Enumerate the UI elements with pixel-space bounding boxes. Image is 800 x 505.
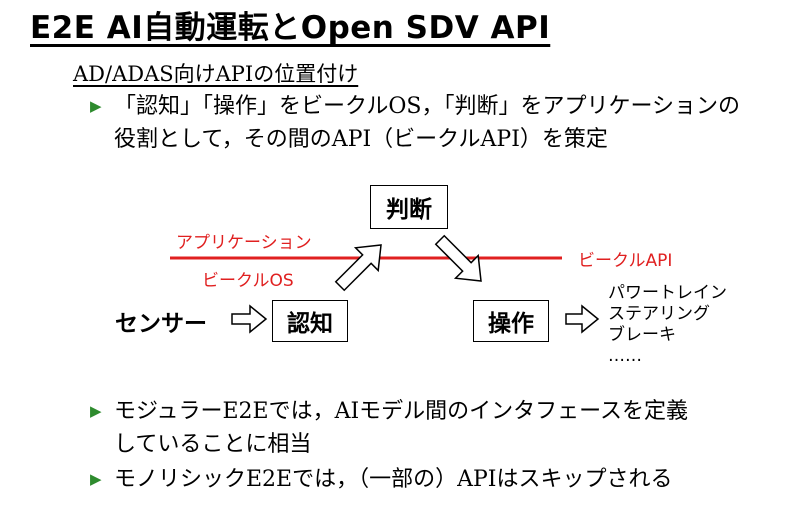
triangle-bullet-icon: ▶ [90,97,102,115]
page-title: E2E AI自動運転とOpen SDV API [30,10,551,46]
judgment-box: 判断 [370,185,448,229]
recognition-to-judgment-arrow-icon [334,244,382,292]
bullet-2: ▶ モジュラーE2Eでは，AIモデル間のインタフェースを定義 していることに相当 [90,395,688,461]
output-brake: ブレーキ [608,325,676,345]
application-label: アプリケーション [176,233,312,253]
triangle-bullet-icon: ▶ [90,402,102,420]
bullet-2-line-2: していることに相当 [114,432,312,457]
bullet-1: ▶ 「認知」「操作」をビークルOS，「判断」をアプリケーションの 役割として，その… [90,90,740,156]
subtitle: AD/ADAS向けAPIの位置付け [73,62,359,86]
bullet-2-line-1: モジュラーE2Eでは，AIモデル間のインタフェースを定義 [114,399,689,424]
bullet-1-line-1: 「認知」「操作」をビークルOS，「判断」をアプリケーションの [114,94,741,119]
recognition-box: 認知 [272,300,348,342]
judgment-to-operation-arrow-icon [434,234,482,282]
operation-box: 操作 [473,300,549,342]
vehicle-os-label: ビークルOS [202,271,294,291]
bullet-3: ▶ モノリシックE2Eでは，（一部の）APIはスキップされる [90,463,673,496]
output-ellipsis: …… [608,346,642,366]
bullet-3-line-1: モノリシックE2Eでは，（一部の）APIはスキップされる [114,467,673,492]
output-steering: ステアリング [608,304,710,324]
bullet-1-line-2: 役割として，その間のAPI（ビークルAPI）を策定 [114,127,608,152]
triangle-bullet-icon: ▶ [90,470,102,488]
operation-to-outputs-arrow-icon [565,304,600,334]
output-list: パワートレイン ステアリング ブレーキ …… [608,283,727,367]
vehicle-api-label: ビークルAPI [578,251,673,271]
sensor-to-recognition-arrow-icon [231,304,268,334]
output-powertrain: パワートレイン [608,283,727,303]
sensor-label: センサー [115,311,207,337]
